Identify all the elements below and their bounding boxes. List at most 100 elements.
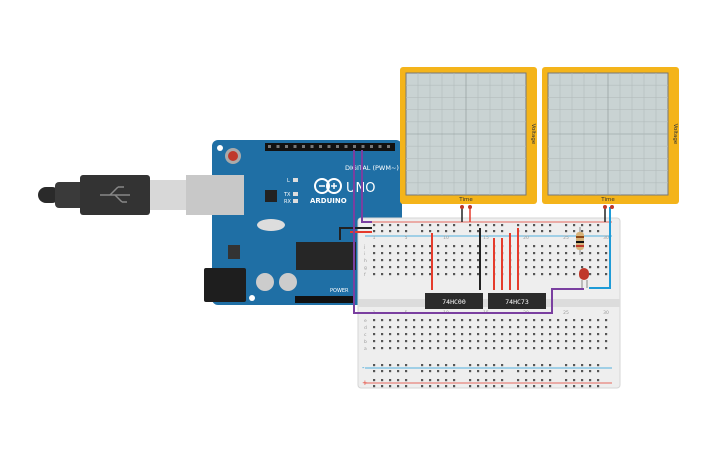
breadboard-hole[interactable]: [397, 379, 400, 382]
breadboard-hole[interactable]: [485, 245, 488, 248]
breadboard-hole[interactable]: [517, 364, 520, 367]
breadboard-hole[interactable]: [421, 347, 424, 350]
breadboard-hole[interactable]: [381, 326, 384, 329]
breadboard-hole[interactable]: [373, 370, 376, 373]
breadboard-hole[interactable]: [421, 364, 424, 367]
breadboard-hole[interactable]: [461, 266, 464, 269]
breadboard-hole[interactable]: [525, 224, 528, 227]
breadboard-hole[interactable]: [373, 266, 376, 269]
breadboard-hole[interactable]: [589, 259, 592, 262]
breadboard-hole[interactable]: [589, 379, 592, 382]
breadboard-hole[interactable]: [493, 333, 496, 336]
breadboard-hole[interactable]: [549, 252, 552, 255]
breadboard-hole[interactable]: [405, 340, 408, 343]
breadboard-hole[interactable]: [477, 252, 480, 255]
header-pin[interactable]: [361, 145, 365, 148]
breadboard-hole[interactable]: [565, 252, 568, 255]
breadboard-hole[interactable]: [397, 364, 400, 367]
breadboard-hole[interactable]: [437, 326, 440, 329]
breadboard-hole[interactable]: [437, 224, 440, 227]
breadboard-hole[interactable]: [565, 347, 568, 350]
breadboard-hole[interactable]: [525, 385, 528, 388]
breadboard-hole[interactable]: [453, 266, 456, 269]
header-pin[interactable]: [353, 145, 356, 148]
breadboard-hole[interactable]: [533, 230, 536, 233]
breadboard-hole[interactable]: [373, 333, 376, 336]
breadboard-hole[interactable]: [565, 230, 568, 233]
breadboard-hole[interactable]: [525, 266, 528, 269]
breadboard-hole[interactable]: [573, 319, 576, 322]
led-red[interactable]: [579, 268, 589, 288]
breadboard-hole[interactable]: [533, 273, 536, 276]
breadboard-hole[interactable]: [541, 252, 544, 255]
breadboard-hole[interactable]: [389, 252, 392, 255]
breadboard-hole[interactable]: [493, 364, 496, 367]
breadboard-hole[interactable]: [373, 252, 376, 255]
breadboard-hole[interactable]: [405, 379, 408, 382]
breadboard-hole[interactable]: [565, 379, 568, 382]
breadboard-hole[interactable]: [445, 379, 448, 382]
breadboard-hole[interactable]: [541, 266, 544, 269]
breadboard-hole[interactable]: [421, 266, 424, 269]
breadboard-hole[interactable]: [501, 364, 504, 367]
breadboard-hole[interactable]: [517, 370, 520, 373]
breadboard-hole[interactable]: [389, 340, 392, 343]
breadboard-hole[interactable]: [413, 326, 416, 329]
breadboard-hole[interactable]: [429, 370, 432, 373]
breadboard-hole[interactable]: [453, 379, 456, 382]
breadboard-hole[interactable]: [429, 273, 432, 276]
breadboard-hole[interactable]: [373, 385, 376, 388]
breadboard-hole[interactable]: [549, 364, 552, 367]
breadboard-hole[interactable]: [485, 385, 488, 388]
breadboard-hole[interactable]: [453, 347, 456, 350]
breadboard-hole[interactable]: [517, 340, 520, 343]
breadboard-hole[interactable]: [437, 364, 440, 367]
breadboard-hole[interactable]: [533, 364, 536, 367]
breadboard-hole[interactable]: [605, 245, 608, 248]
breadboard-hole[interactable]: [485, 224, 488, 227]
breadboard-hole[interactable]: [429, 266, 432, 269]
breadboard-hole[interactable]: [493, 319, 496, 322]
breadboard-hole[interactable]: [421, 224, 424, 227]
breadboard-hole[interactable]: [389, 273, 392, 276]
breadboard-hole[interactable]: [445, 340, 448, 343]
breadboard-hole[interactable]: [429, 379, 432, 382]
breadboard-hole[interactable]: [429, 230, 432, 233]
breadboard-hole[interactable]: [501, 370, 504, 373]
header-pin[interactable]: [319, 145, 322, 148]
breadboard-hole[interactable]: [557, 333, 560, 336]
scope-probe-pos[interactable]: [468, 205, 472, 209]
breadboard-hole[interactable]: [397, 340, 400, 343]
header-pin[interactable]: [378, 145, 382, 148]
breadboard-hole[interactable]: [573, 326, 576, 329]
breadboard-hole[interactable]: [461, 259, 464, 262]
header-pin[interactable]: [344, 145, 348, 148]
breadboard-hole[interactable]: [421, 340, 424, 343]
breadboard-hole[interactable]: [429, 259, 432, 262]
breadboard-hole[interactable]: [581, 230, 584, 233]
breadboard-hole[interactable]: [517, 224, 520, 227]
breadboard-hole[interactable]: [549, 347, 552, 350]
breadboard-hole[interactable]: [525, 364, 528, 367]
breadboard-hole[interactable]: [549, 379, 552, 382]
breadboard-hole[interactable]: [597, 333, 600, 336]
breadboard-hole[interactable]: [541, 326, 544, 329]
breadboard-hole[interactable]: [429, 385, 432, 388]
breadboard-hole[interactable]: [373, 326, 376, 329]
breadboard-hole[interactable]: [589, 319, 592, 322]
breadboard-hole[interactable]: [421, 370, 424, 373]
breadboard-hole[interactable]: [405, 347, 408, 350]
breadboard-hole[interactable]: [469, 245, 472, 248]
breadboard-hole[interactable]: [565, 326, 568, 329]
breadboard-hole[interactable]: [501, 385, 504, 388]
breadboard-hole[interactable]: [541, 347, 544, 350]
breadboard-hole[interactable]: [405, 326, 408, 329]
breadboard-hole[interactable]: [469, 230, 472, 233]
breadboard-hole[interactable]: [477, 333, 480, 336]
breadboard-hole[interactable]: [373, 340, 376, 343]
breadboard-hole[interactable]: [605, 319, 608, 322]
usb-cable[interactable]: [38, 175, 186, 215]
breadboard-hole[interactable]: [437, 340, 440, 343]
breadboard-hole[interactable]: [413, 347, 416, 350]
breadboard-hole[interactable]: [461, 273, 464, 276]
